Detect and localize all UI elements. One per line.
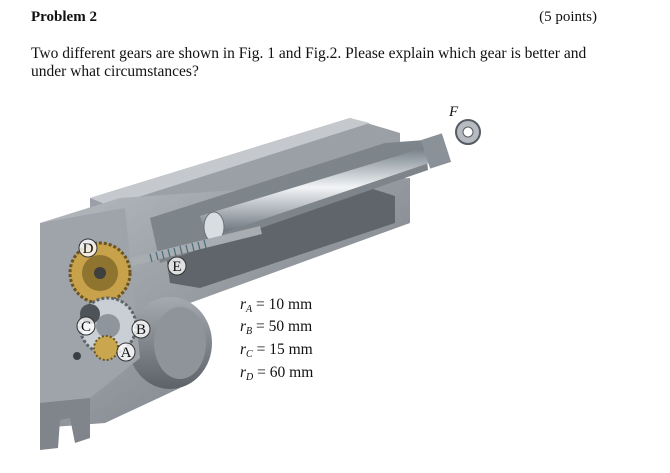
- problem-points: (5 points): [539, 9, 597, 25]
- radius-a: rA = 10 mm: [240, 296, 313, 315]
- radius-c: rC = 15 mm: [240, 341, 313, 360]
- svg-text:B: B: [136, 322, 146, 338]
- actuator-cutaway-drawing: D E C B A F: [40, 104, 481, 450]
- actuator-figure: D E C B A F rA = 10 mm rB = 50 mm rC = 1…: [30, 98, 500, 468]
- svg-text:C: C: [81, 319, 91, 335]
- problem-question: Two different gears are shown in Fig. 1 …: [31, 45, 587, 80]
- label-e: E: [167, 256, 187, 276]
- label-f: F: [448, 104, 459, 120]
- svg-text:A: A: [121, 345, 132, 361]
- piston-rod: [200, 146, 438, 238]
- label-c: C: [76, 316, 96, 336]
- svg-text:E: E: [172, 259, 181, 275]
- label-a: A: [116, 342, 136, 362]
- problem-title: Problem 2: [31, 9, 97, 25]
- problem-header: Problem 2 (5 points): [31, 9, 597, 29]
- label-d: D: [78, 238, 98, 258]
- svg-text:D: D: [83, 241, 94, 257]
- radius-b: rB = 50 mm: [240, 318, 313, 337]
- gear-a: [93, 335, 119, 361]
- label-b: B: [131, 319, 151, 339]
- radius-d: rD = 60 mm: [240, 364, 314, 383]
